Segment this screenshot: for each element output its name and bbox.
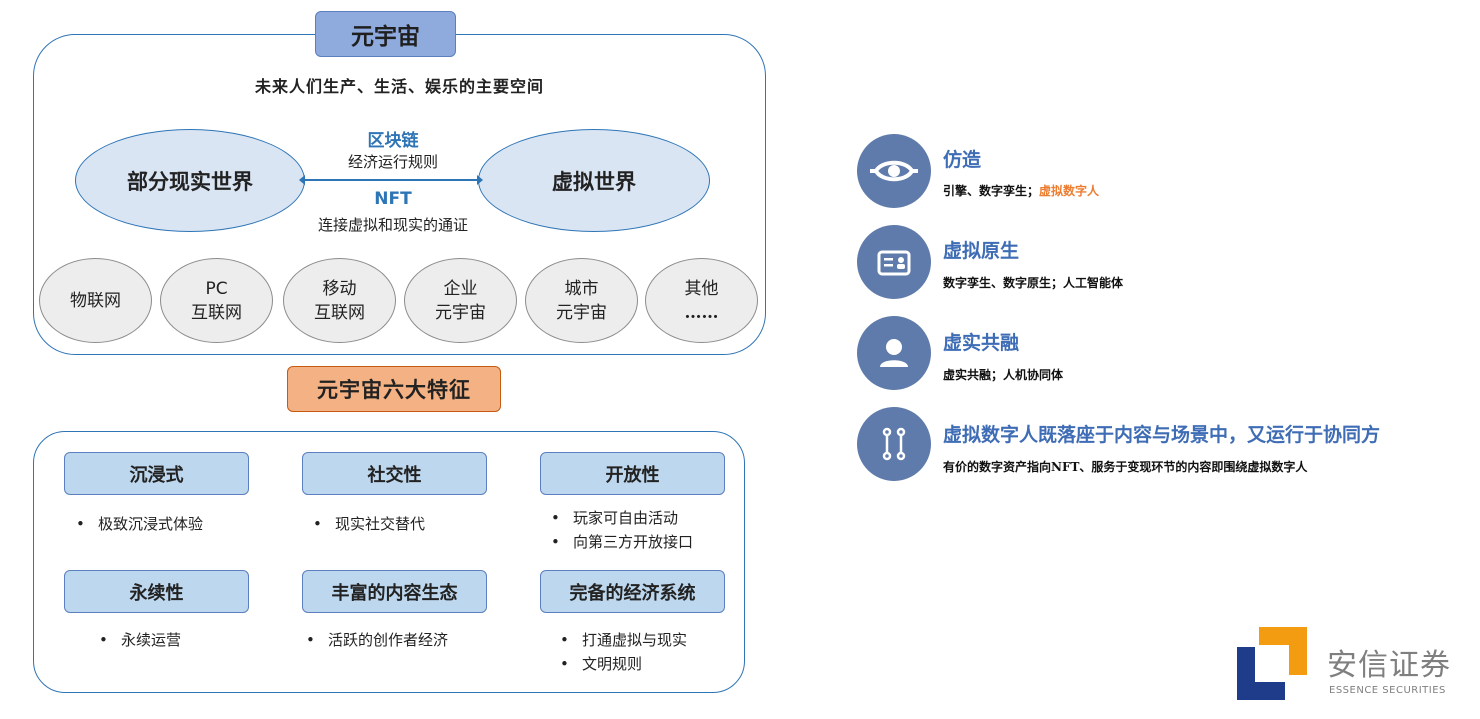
bullet-item: 活跃的创作者经济 [306, 628, 536, 652]
component-iot: 物联网 [39, 258, 152, 343]
bullet-item: 打通虚拟与现实 [560, 628, 790, 652]
features-frame [33, 431, 745, 693]
metaverse-title: 元宇宙 [315, 11, 456, 57]
eye-icon [857, 134, 931, 208]
feature-economic-system: 完备的经济系统 [540, 570, 725, 613]
bullet-item: 现实社交替代 [313, 512, 543, 536]
feature-content-ecosystem: 丰富的内容生态 [302, 570, 487, 613]
feature-persistent-bullets: 永续运营 [99, 628, 329, 652]
real-world-ellipse: 部分现实世界 [75, 129, 305, 232]
component-city-metaverse: 城市 元宇宙 [525, 258, 638, 343]
component-line1: 移动 [322, 278, 357, 299]
stage-desc-text: 引擎、数字孪生； [943, 184, 1040, 198]
person-icon [857, 316, 931, 390]
bullet-item: 向第三方开放接口 [551, 530, 781, 554]
component-enterprise-metaverse: 企业 元宇宙 [404, 258, 517, 343]
component-pc-internet: PC 互联网 [160, 258, 273, 343]
nft-desc: 连接虚拟和现实的通证 [317, 216, 468, 234]
component-others: 其他 …… [645, 258, 758, 343]
stage-desc: 虚实共融；人机协同体 [943, 368, 1064, 382]
link-icon [857, 407, 931, 481]
component-line2: …… [684, 302, 719, 323]
double-arrow-connector [299, 175, 483, 185]
essence-logo-icon [1237, 627, 1307, 700]
bullet-item: 极致沉浸式体验 [76, 512, 306, 536]
component-line1: 企业 [443, 278, 478, 299]
component-line2: 元宇宙 [556, 302, 607, 323]
blockchain-desc: 经济运行规则 [347, 153, 438, 171]
blockchain-label: 区块链 [367, 131, 419, 151]
stage-desc: 数字孪生、数字原生；人工智能体 [943, 276, 1124, 290]
feature-social: 社交性 [302, 452, 487, 495]
component-line1: 城市 [564, 278, 599, 299]
stage-desc-highlight: 虚拟数字人 [1039, 184, 1100, 198]
bullet-item: 文明规则 [560, 652, 790, 676]
nft-label: NFT [374, 189, 412, 209]
virtual-world-ellipse: 虚拟世界 [478, 129, 710, 232]
stage-title: 虚拟原生 [943, 240, 1020, 262]
bullet-item: 永续运营 [99, 628, 329, 652]
feature-immersive: 沉浸式 [64, 452, 249, 495]
feature-open-bullets: 玩家可自由活动 向第三方开放接口 [551, 506, 781, 554]
component-mobile-internet: 移动 互联网 [283, 258, 396, 343]
component-line1: PC [205, 278, 228, 299]
logo-text-cn: 安信证券 [1327, 648, 1451, 683]
metaverse-subtitle: 未来人们生产、生活、娱乐的主要空间 [254, 77, 544, 96]
component-line2: 互联网 [191, 302, 242, 323]
component-line1: 物联网 [70, 290, 121, 311]
stage-title: 虚实共融 [943, 332, 1020, 354]
component-line2: 元宇宙 [435, 302, 486, 323]
features-title: 元宇宙六大特征 [287, 366, 501, 412]
stage-title: 仿造 [943, 149, 982, 171]
component-line2: 互联网 [314, 302, 365, 323]
stage-desc: 有价的数字资产指向NFT、服务于变现环节的内容即围绕虚拟数字人 [943, 460, 1308, 474]
component-line1: 其他 [684, 278, 719, 299]
feature-social-bullets: 现实社交替代 [313, 512, 543, 536]
id-card-icon [857, 225, 931, 299]
stage-desc: 引擎、数字孪生；虚拟数字人 [943, 182, 1099, 199]
feature-open: 开放性 [540, 452, 725, 495]
bullet-item: 玩家可自由活动 [551, 506, 781, 530]
stage-title: 虚拟数字人既落座于内容与场景中，又运行于协同方 [943, 424, 1381, 446]
logo-text-en: ESSENCE SECURITIES [1329, 685, 1446, 696]
feature-content-ecosystem-bullets: 活跃的创作者经济 [306, 628, 536, 652]
feature-economic-system-bullets: 打通虚拟与现实 文明规则 [560, 628, 790, 676]
feature-persistent: 永续性 [64, 570, 249, 613]
feature-immersive-bullets: 极致沉浸式体验 [76, 512, 306, 536]
